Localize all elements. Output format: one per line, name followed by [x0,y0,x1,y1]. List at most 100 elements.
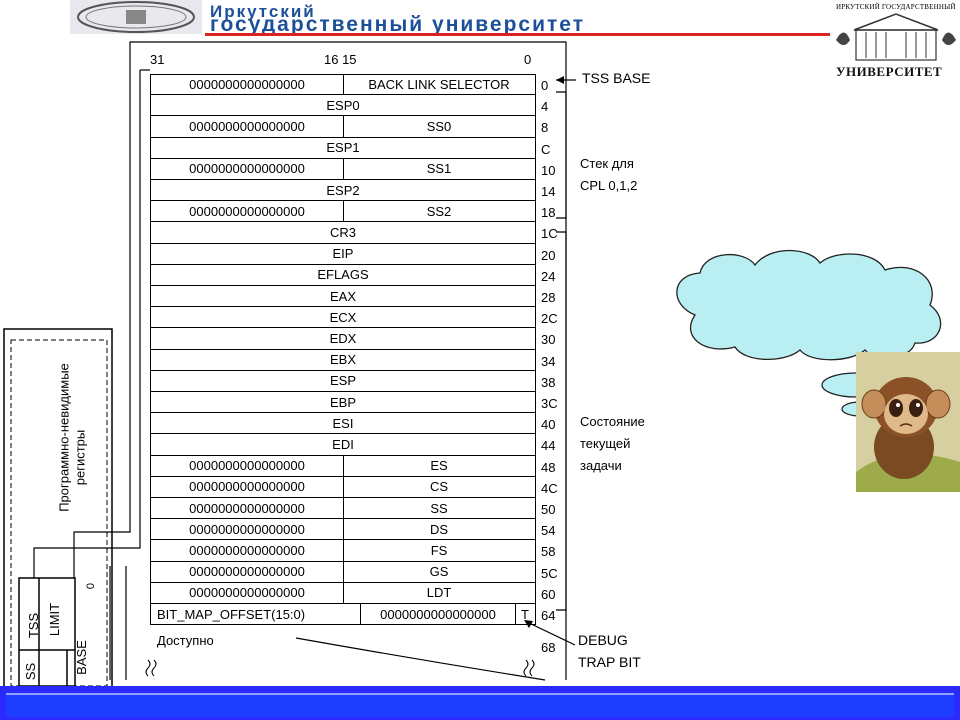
tss-row: ESP1 [150,137,536,159]
state-label-line2: текущей [580,436,631,451]
offset-available: 68 [541,640,556,655]
registers-title-line1: Программно-невидимые [56,363,72,512]
tss-offset-label: 38 [541,374,556,390]
tss-field-high: 0000000000000000 [151,498,344,519]
tss-offset-label: 14 [541,184,556,199]
logo-caption-top: ИРКУТСКИЙ ГОСУДАРСТВЕННЫЙ [836,3,956,11]
tss-offset-label: 2C [541,311,558,327]
available-label: Доступно [157,633,214,648]
tss-base-label: TSS BASE [582,70,651,86]
tss-row: 0000000000000000 GS [150,561,536,583]
tss-offset-label: 4 [541,99,549,115]
tss-field-high: 0000000000000000 [151,116,344,137]
tss-field-full: EBP [329,394,356,410]
tss-row: CR3 [150,222,536,244]
tss-field-low: BACK LINK SELECTOR [368,77,510,93]
tss-field-high: 0000000000000000 [151,201,344,222]
register-limit-label: LIMIT [47,602,63,637]
tss-field-low: DS [429,521,449,537]
header-title-line1: Иркутский [210,2,316,21]
tss-field-low: SS1 [426,161,452,177]
tss-row: 0000000000000000 SS0 [150,116,536,138]
tss-row: EBP [150,392,536,414]
tss-offset-label: 3C [541,396,558,411]
tss-offset-label: 34 [541,353,556,369]
tss-offset-label: 44 [541,438,556,454]
tss-offset-label: 48 [541,459,556,475]
tss-field-high: 0000000000000000 [151,561,344,582]
tss-field-full: EDI [332,436,354,452]
tss-field-low: SS0 [426,118,452,134]
tss-row: EBX [150,349,536,371]
bit-label-31: 31 [150,52,165,67]
register-bit-zero: 0 [85,582,98,590]
tss-field-full: EBX [329,352,356,368]
tss-field-full: ESP1 [326,140,360,156]
tss-field-low: CS [429,479,449,495]
register-base-label: BASE [73,640,89,675]
tss-row: 0000000000000000 SS1 [150,158,536,180]
monkey-illustration-icon [856,352,960,492]
tss-row: 0000000000000000 CS [150,476,536,498]
tss-row: 0000000000000000 SS2 [150,201,536,223]
tss-field-high: 0000000000000000 [151,476,344,497]
tss-offset-label: 50 [541,502,556,517]
tss-field-low: LDT [426,585,452,601]
tss-offset-label: 40 [541,417,556,433]
footer-inner-bar [6,693,954,717]
tss-offset-label: 5C [541,565,558,581]
tss-offset-label: 18 [541,205,556,221]
tss-offset-label: 8 [541,120,549,136]
tss-offset-label: 24 [541,268,556,284]
tss-row: ESP0 [150,95,536,117]
state-label-line1: Состояние [580,414,645,429]
tss-trap-bit: T [515,604,534,625]
stack-label-line2: CPL 0,1,2 [580,178,638,193]
tss-field-low: SS2 [426,203,452,219]
tss-field-low: GS [429,564,449,580]
tss-row: EIP [150,243,536,265]
tss-field-low: SS [430,500,448,516]
tss-field-full: EIP [332,246,354,262]
tss-field-full: EAX [329,288,356,304]
state-label-line3: задачи [580,458,622,473]
tss-offset-label: 0 [541,78,549,93]
tss-row: 0000000000000000 DS [150,519,536,541]
logo-caption-bottom: УНИВЕРСИТЕТ [836,64,943,79]
tss-field-low: ES [430,458,448,474]
tss-field-low: FS [430,542,448,558]
register-tss-label: TSS [26,612,42,639]
tss-offset-label: 54 [541,523,556,539]
register-ss-partial: SS [23,662,39,681]
tss-field-high: 0000000000000000 [151,158,344,179]
university-emblem-icon [70,0,202,34]
tss-row: EDI [150,434,536,456]
header-underline [205,33,830,36]
tss-field-high: 0000000000000000 [151,455,344,476]
debug-label-line2: TRAP BIT [578,654,641,670]
header-title-line2: государственный университет [210,13,585,36]
tss-row: EFLAGS [150,264,536,286]
tss-field-full: ECX [329,309,357,325]
tss-offset-label: C [541,141,551,157]
tss-field-full: ESP2 [326,182,360,198]
tss-field-full: EFLAGS [317,267,369,283]
tss-field-high: 0000000000000000 [151,519,344,540]
tss-offset-label: 58 [541,544,556,560]
bit-label-16-15: 16 15 [324,52,357,67]
tss-offset-label: 64 [541,608,556,623]
registers-title-line2: регистры [72,429,88,486]
tss-field-full: EDX [329,330,357,346]
tss-row: EAX [150,286,536,308]
debug-label-line1: DEBUG [578,632,628,648]
tss-field-full: CR3 [329,224,356,240]
tss-field-high: BIT_MAP_OFFSET(15:0) [151,604,361,625]
tss-offset-label: 1C [541,226,558,242]
university-building-icon [834,0,958,82]
tss-row: 0000000000000000 ES [150,455,536,477]
bit-label-0: 0 [524,52,532,67]
tss-row: ESP2 [150,180,536,202]
